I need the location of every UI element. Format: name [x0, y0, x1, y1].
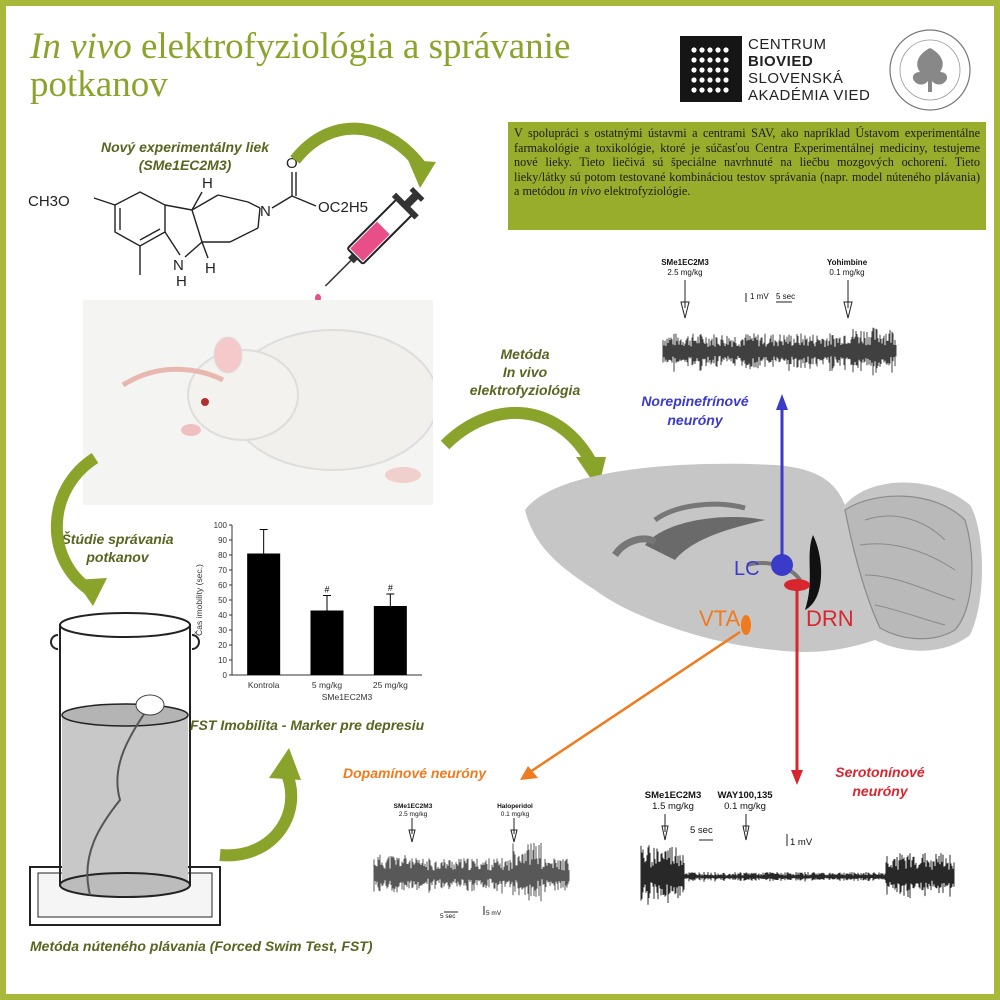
- y-tick-label: 70: [218, 566, 227, 575]
- y-tick-label: 20: [218, 641, 227, 650]
- rat-icon: [121, 329, 439, 483]
- arrow-fst-to-chart: [219, 748, 301, 862]
- chem-oc2h5: OC2H5: [318, 199, 368, 216]
- academy-seal-icon: [889, 29, 971, 111]
- chem-nh-h: H: [176, 273, 187, 290]
- y-tick-label: 0: [223, 671, 228, 680]
- dna-icon: [691, 47, 729, 93]
- ne-scale-t: 5 sec: [776, 292, 796, 301]
- y-tick-label: 50: [218, 596, 227, 605]
- ne-drug2-label: Yohimbine 0.1 mg/kg: [826, 258, 868, 277]
- sav-seal: [888, 28, 972, 117]
- da-drug1-label: SMe1EC2M3 2.5 mg/kg: [393, 803, 433, 818]
- x-axis-label: SMe1EC2M3: [322, 692, 373, 702]
- lc-label: LC: [734, 558, 760, 580]
- significance-mark: #: [388, 583, 393, 593]
- pathway-arrows: [520, 394, 810, 785]
- biovied-logo-mark: [680, 36, 742, 102]
- sht-drug2-label: WAY100,135 0.1 mg/kg: [717, 790, 773, 812]
- y-tick-label: 40: [218, 611, 227, 620]
- da-scale-v: 5 mV: [486, 910, 502, 917]
- sht-scale-t: 5 sec: [690, 825, 713, 836]
- ne-drug1-label: SMe1EC2M3 2.5 mg/kg: [661, 258, 709, 277]
- y-tick-label: 90: [218, 536, 227, 545]
- chemical-structure: CH3O H H N N H O OC2H5: [28, 155, 368, 290]
- sht-trace: [640, 814, 955, 905]
- x-tick-label: 5 mg/kg: [312, 680, 343, 690]
- rat-photo: [83, 300, 439, 505]
- chem-och3: CH3O: [28, 193, 70, 210]
- y-tick-label: 60: [218, 581, 227, 590]
- da-trace: [373, 818, 570, 915]
- x-tick-label: Kontrola: [248, 680, 280, 690]
- syringe-icon: [315, 187, 425, 302]
- chem-h-bottom: H: [205, 260, 216, 277]
- info-box: V spolupráci s ostatnými ústavmi a centr…: [508, 122, 986, 230]
- bar: [310, 610, 344, 675]
- y-tick-label: 100: [214, 521, 228, 530]
- ne-scale-v: 1 mV: [750, 292, 769, 301]
- norepinephrine-label: Norepinefrínové neuróny: [641, 393, 749, 428]
- dopamine-label: Dopamínové neuróny: [343, 765, 487, 781]
- behavior-label: Štúdie správania potkanov: [61, 531, 174, 565]
- da-drug2-label: Haloperidol 0.1 mg/kg: [497, 803, 533, 818]
- y-tick-label: 10: [218, 656, 227, 665]
- sht-scale-v: 1 mV: [790, 837, 813, 848]
- y-tick-label: 80: [218, 551, 227, 560]
- y-axis-label: Čas imobility (sec.): [194, 564, 204, 636]
- fst-marker-label: FST Imobilita - Marker pre depresiu: [190, 717, 425, 733]
- fst-cylinder: [29, 612, 221, 926]
- chem-h-top: H: [202, 175, 213, 192]
- drn-label: DRN: [806, 606, 854, 631]
- fst-method-label: Metóda núteného plávania (Forced Swim Te…: [30, 938, 373, 954]
- drug-label: Nový experimentálny liek (SMe1EC2M3): [100, 139, 270, 173]
- significance-mark: #: [324, 585, 329, 595]
- arrow-rat-to-fst: [50, 452, 107, 606]
- chem-nh-n: N: [173, 257, 184, 274]
- biovied-logo-text: CENTRUM BIOVIED SLOVENSKÁ AKADÉMIA VIED: [748, 36, 871, 104]
- ne-trace: [662, 280, 897, 376]
- chem-n: N: [260, 203, 271, 220]
- y-tick-label: 30: [218, 626, 227, 635]
- bar: [247, 553, 281, 675]
- x-tick-label: 25 mg/kg: [373, 680, 408, 690]
- method-ephys-label: Metóda In vivo elektrofyziológia: [469, 346, 581, 398]
- brain-diagram: [525, 463, 983, 652]
- page-title: In vivo elektrofyziológia a správanie po…: [30, 26, 571, 105]
- bar: [373, 606, 407, 675]
- arrow-drug-to-syringe: [290, 122, 436, 188]
- da-scale-t: 5 sec: [440, 913, 456, 920]
- vta-label: VTA: [699, 606, 741, 631]
- sht-drug1-label: SMe1EC2M3 1.5 mg/kg: [644, 790, 702, 812]
- serotonin-label: Serotonínové neuróny: [835, 764, 925, 799]
- chem-o: O: [286, 155, 298, 172]
